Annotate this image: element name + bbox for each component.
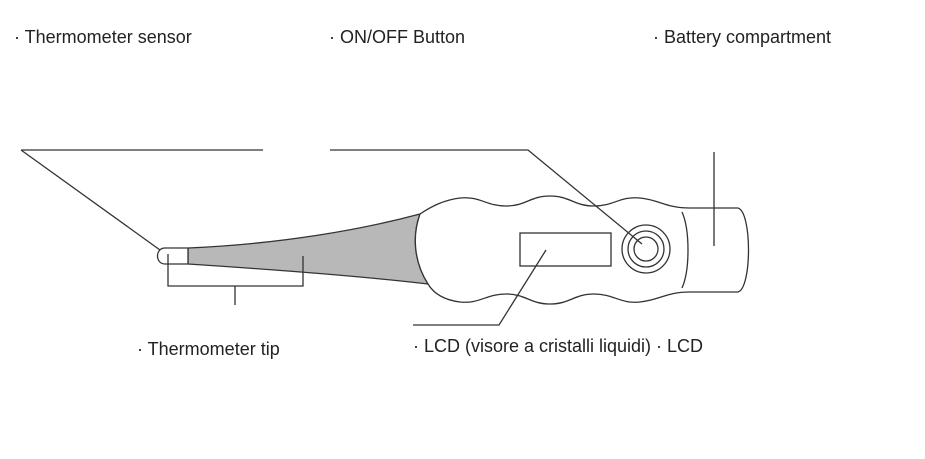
button-outer-ring [621,224,671,274]
lcd-window [519,232,612,267]
label-battery-compartment: · Battery compartment [653,27,832,47]
label-on-off-button: · ON/OFF Button [329,27,466,47]
leader-sensor [20,149,161,251]
leader-button [330,149,643,245]
button-inner-ring [633,236,659,262]
label-thermometer-tip: · Thermometer tip [137,339,280,359]
battery-cap-seam [681,211,689,289]
label-thermometer-sensor: · Thermometer sensor [14,27,192,47]
probe-grey-section [187,213,430,285]
thermometer-body [414,195,750,305]
button-middle-ring [627,230,665,268]
leader-lcd [413,249,547,326]
metal-tip [156,247,188,265]
label-lcd: · LCD (visore a cristalli liquidi) · LCD [413,336,704,356]
